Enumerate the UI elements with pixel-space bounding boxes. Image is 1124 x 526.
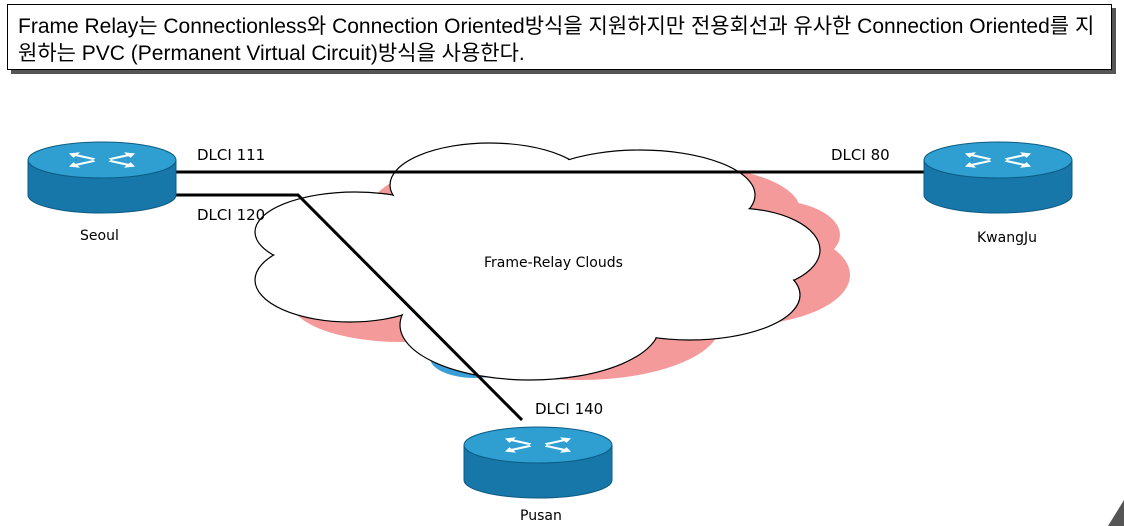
router-seoul [27,141,177,214]
dlci-label-seoul-kwangju: DLCI 111 [197,146,266,164]
caption-text: Frame Relay는 Connectionless와 Connection … [18,15,1095,65]
cloud-label: Frame-Relay Clouds [484,255,623,271]
cloud-fill-cover [256,144,819,379]
caption-box: Frame Relay는 Connectionless와 Connection … [7,4,1112,70]
corner-mark [1108,500,1124,526]
router-label-seoul: Seoul [80,228,119,244]
dlci-label-kwangju: DLCI 80 [831,146,890,164]
router-label-pusan: Pusan [520,508,562,524]
dlci-label-pusan: DLCI 140 [535,400,604,418]
link-seoul-pusan [175,193,524,422]
router-kwangju [923,141,1073,214]
router-label-kwangju: KwangJu [977,230,1037,246]
router-pusan [463,426,613,499]
dlci-label-seoul-pusan: DLCI 120 [197,206,266,224]
